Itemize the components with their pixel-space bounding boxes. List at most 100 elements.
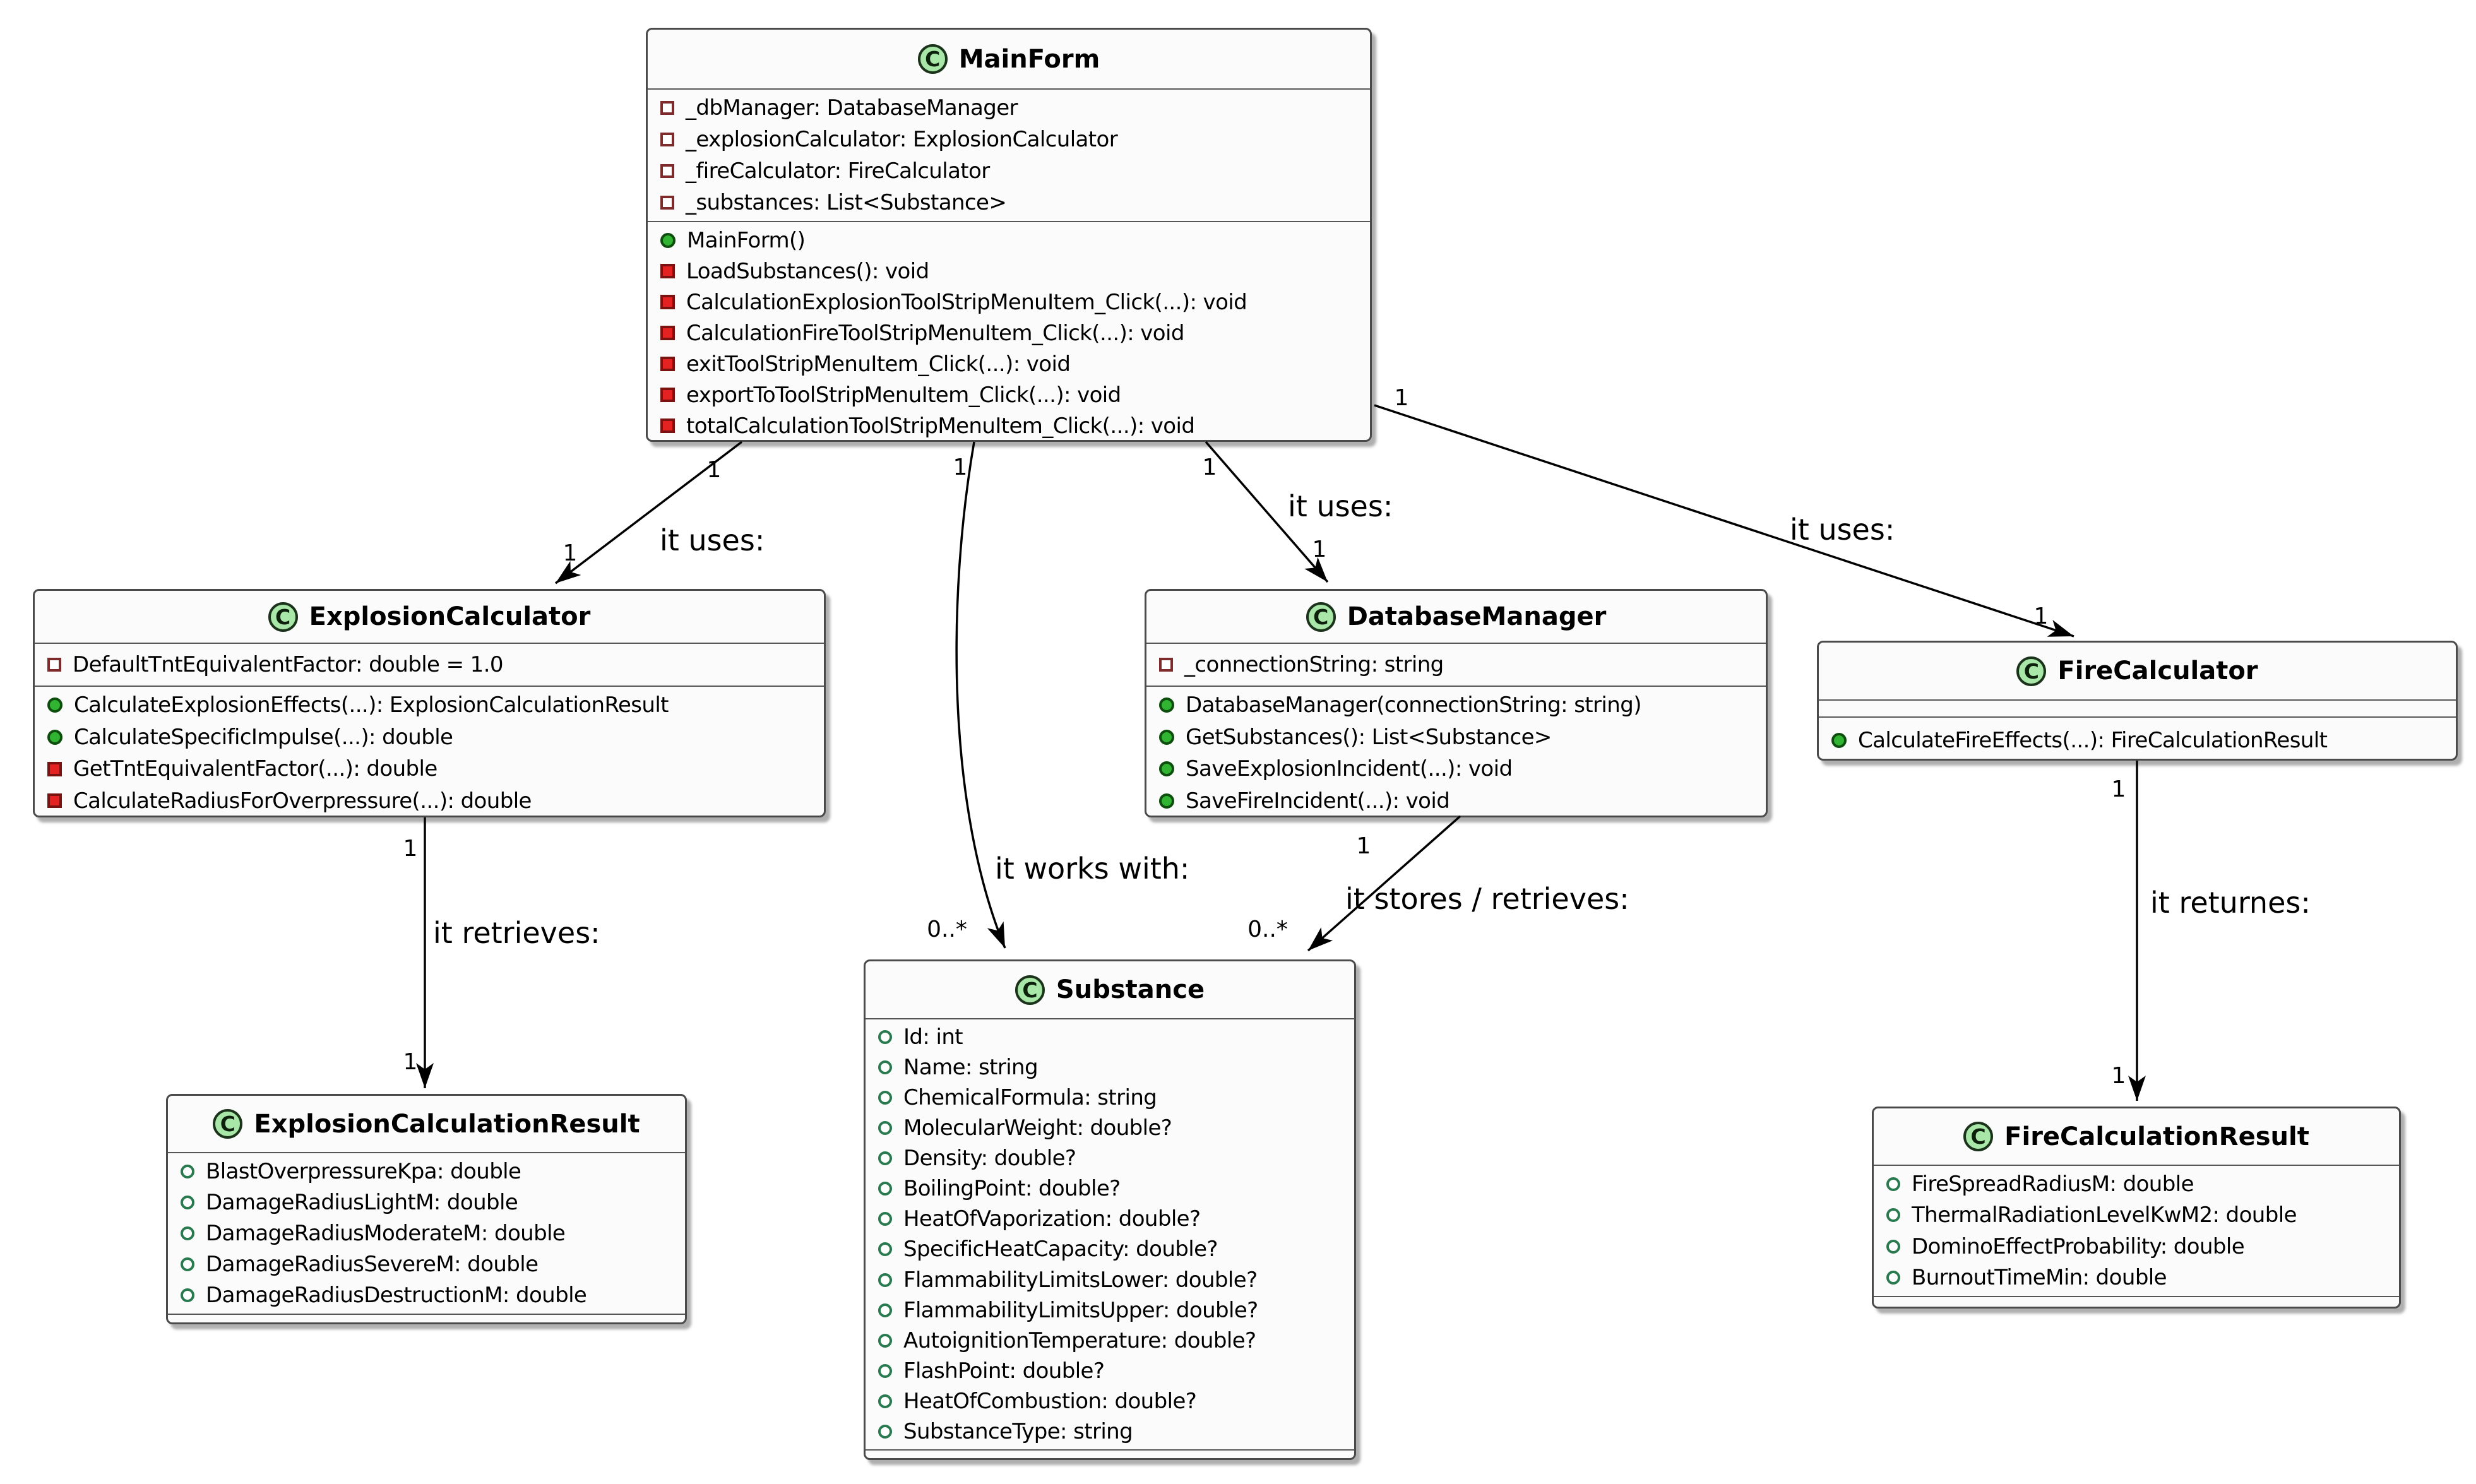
member-row: FireSpreadRadiusM: double: [1874, 1172, 2399, 1197]
member-text: _dbManager: DatabaseManager: [686, 95, 1018, 121]
multiplicity-label: 1: [563, 540, 578, 566]
member-text: _substances: List<Substance>: [686, 190, 1007, 215]
member-row: Id: int: [866, 1024, 1354, 1050]
member-text: DefaultTntEquivalentFactor: double = 1.0: [73, 652, 504, 677]
member-text: _connectionString: string: [1184, 652, 1444, 677]
method-private-icon: [660, 326, 675, 340]
member-text: CalculationExplosionToolStripMenuItem_Cl…: [686, 289, 1247, 315]
method-public-icon: [47, 729, 62, 745]
member-text: DamageRadiusModerateM: double: [206, 1220, 566, 1246]
member-row: _substances: List<Substance>: [648, 190, 1370, 215]
class-icon: C: [1015, 975, 1045, 1005]
association-label: it returnes:: [2150, 886, 2311, 920]
member-row: BlastOverpressureKpa: double: [168, 1159, 685, 1184]
multiplicity-label: 1: [1203, 454, 1217, 480]
property-public-icon: [878, 1394, 892, 1408]
multiplicity-label: 1: [1357, 833, 1371, 859]
class-methods-compartment: CalculateFireEffects(...): FireCalculati…: [1819, 716, 2456, 759]
association-label: it retrieves:: [433, 916, 600, 950]
member-text: Name: string: [903, 1055, 1039, 1081]
method-private-icon: [660, 295, 675, 309]
member-row: DamageRadiusSevereM: double: [168, 1252, 685, 1277]
member-row: Name: string: [866, 1055, 1354, 1080]
property-public-icon: [181, 1288, 194, 1303]
class-icon: C: [1963, 1122, 1994, 1151]
property-public-icon: [181, 1257, 194, 1272]
method-public-icon: [1159, 697, 1174, 713]
member-text: FireSpreadRadiusM: double: [1912, 1171, 2194, 1197]
member-row: HeatOfVaporization: double?: [866, 1206, 1354, 1232]
class-name: FireCalculationResult: [2004, 1122, 2309, 1151]
member-row: ThermalRadiationLevelKwM2: double: [1874, 1202, 2399, 1228]
method-public-icon: [1159, 793, 1174, 809]
member-text: BurnoutTimeMin: double: [1912, 1265, 2167, 1291]
member-text: CalculateExplosionEffects(...): Explosio…: [74, 692, 669, 718]
member-text: SpecificHeatCapacity: double?: [903, 1237, 1218, 1262]
method-public-icon: [660, 232, 676, 248]
method-private-icon: [47, 793, 62, 809]
multiplicity-label: 1: [403, 836, 418, 862]
member-row: FlammabilityLimitsLower: double?: [866, 1267, 1354, 1293]
member-row: MolecularWeight: double?: [866, 1115, 1354, 1141]
class-attributes-compartment: _connectionString: string: [1146, 643, 1766, 686]
member-text: FlammabilityLimitsLower: double?: [903, 1267, 1258, 1293]
member-row: DominoEffectProbability: double: [1874, 1234, 2399, 1259]
member-text: FlammabilityLimitsUpper: double?: [903, 1297, 1258, 1323]
multiplicity-label: 1: [403, 1049, 418, 1075]
member-row: _explosionCalculator: ExplosionCalculato…: [648, 127, 1370, 152]
class-name: Substance: [1056, 975, 1205, 1004]
property-public-icon: [878, 1212, 892, 1226]
method-public-icon: [1831, 732, 1847, 748]
field-private-icon: [660, 196, 674, 210]
member-text: ThermalRadiationLevelKwM2: double: [1912, 1202, 2297, 1228]
field-private-icon: [47, 658, 61, 672]
member-row: CalculateExplosionEffects(...): Explosio…: [35, 692, 824, 718]
association-label: it uses:: [1288, 489, 1393, 523]
member-row: MainForm(): [648, 228, 1370, 253]
member-text: SaveFireIncident(...): void: [1186, 788, 1450, 814]
member-row: _dbManager: DatabaseManager: [648, 95, 1370, 121]
member-row: FlashPoint: double?: [866, 1358, 1354, 1384]
member-text: totalCalculationToolStripMenuItem_Click(…: [686, 413, 1195, 439]
property-public-icon: [878, 1273, 892, 1287]
field-private-icon: [660, 133, 674, 146]
property-public-icon: [878, 1333, 892, 1348]
method-private-icon: [47, 761, 62, 776]
member-row: SaveExplosionIncident(...): void: [1146, 756, 1766, 781]
member-row: exitToolStripMenuItem_Click(...): void: [648, 352, 1370, 377]
member-text: Id: int: [903, 1024, 963, 1050]
member-text: GetTntEquivalentFactor(...): double: [73, 756, 437, 782]
class-methods-compartment: DatabaseManager(connectionString: string…: [1146, 686, 1766, 816]
member-text: BlastOverpressureKpa: double: [206, 1158, 521, 1184]
member-row: DamageRadiusDestructionM: double: [168, 1283, 685, 1308]
member-text: MainForm(): [687, 227, 806, 253]
property-public-icon: [878, 1091, 892, 1105]
field-private-icon: [660, 164, 674, 178]
association-arrow-mainform-works-with-substance: [955, 441, 1006, 949]
class-methods-compartment: CalculateExplosionEffects(...): Explosio…: [35, 686, 824, 816]
association-label: it stores / retrieves:: [1345, 882, 1629, 916]
class-methods-compartment: [866, 1449, 1354, 1458]
multiplicity-label: 0..*: [1247, 917, 1288, 942]
class-attributes-compartment: DefaultTntEquivalentFactor: double = 1.0: [35, 643, 824, 686]
class-icon: C: [2016, 656, 2047, 686]
multiplicity-label: 1: [2112, 776, 2126, 802]
member-row: CalculationExplosionToolStripMenuItem_Cl…: [648, 290, 1370, 315]
class-icon: C: [213, 1109, 243, 1139]
method-public-icon: [1159, 761, 1174, 777]
member-text: HeatOfVaporization: double?: [903, 1206, 1201, 1232]
member-text: HeatOfCombustion: double?: [903, 1388, 1197, 1414]
association-arrow-mainform-uses-databasemanager: [1205, 441, 1329, 583]
member-row: ChemicalFormula: string: [866, 1085, 1354, 1110]
member-text: DominoEffectProbability: double: [1912, 1233, 2245, 1259]
method-public-icon: [47, 697, 62, 713]
